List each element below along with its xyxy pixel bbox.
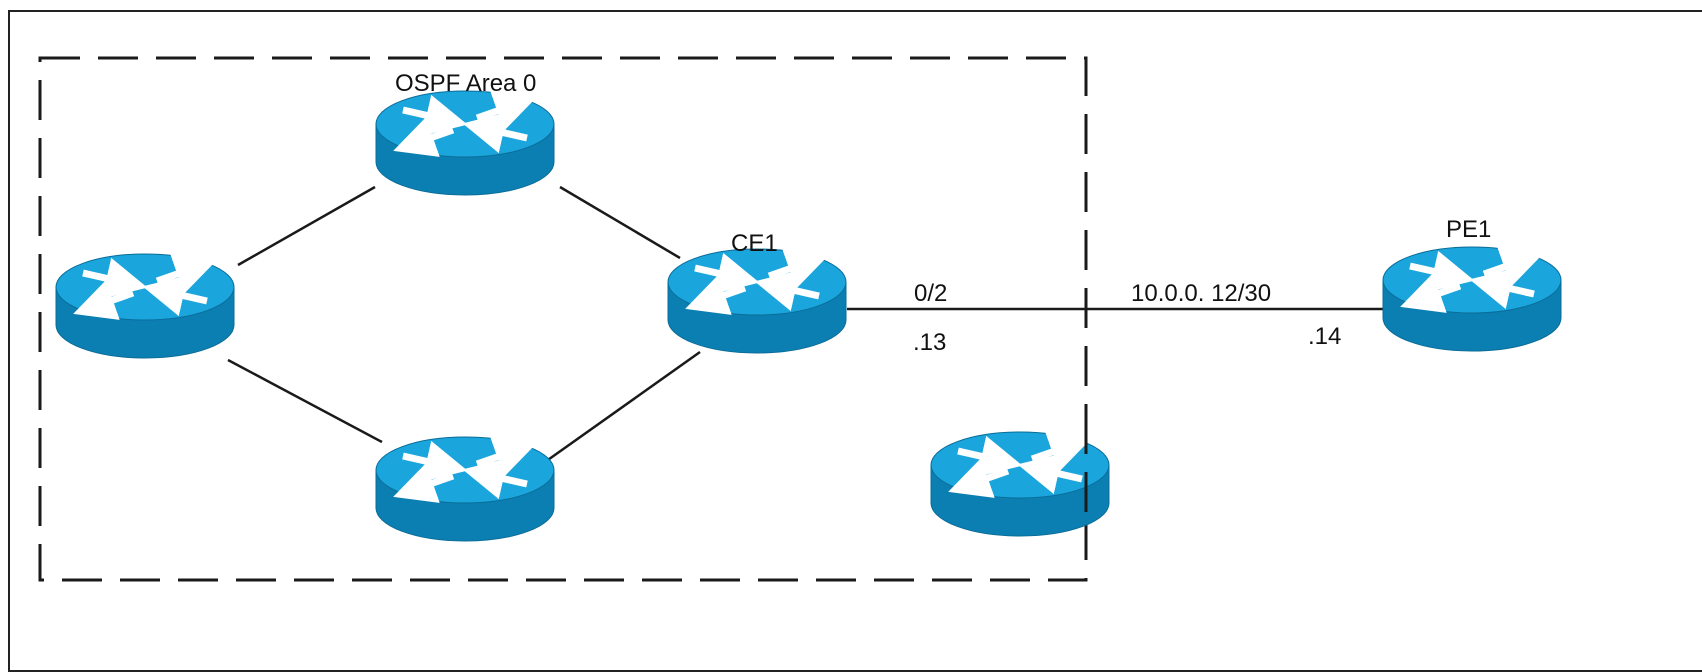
link-bottom-ce1 xyxy=(544,350,701,464)
link-left-bottom xyxy=(227,358,383,444)
link-left-top xyxy=(237,185,376,267)
router-ce1 xyxy=(668,249,846,353)
link-top-ce1 xyxy=(559,185,681,260)
ce1-address-label: .13 xyxy=(913,329,947,356)
pe1-address-label: .14 xyxy=(1308,323,1342,350)
router-top xyxy=(376,91,554,195)
ce1-interface-label: 0/2 xyxy=(914,280,948,307)
router-bottom xyxy=(376,437,554,541)
router-left xyxy=(56,254,234,358)
ospf-area-boundary xyxy=(38,56,1088,582)
subnet-label: 10.0.0. 12/30 xyxy=(1131,280,1272,307)
router-extra xyxy=(931,432,1109,536)
ce1-label: CE1 xyxy=(731,230,778,257)
router-pe1 xyxy=(1383,247,1561,351)
area-label: OSPF Area 0 xyxy=(395,70,537,97)
pe1-label: PE1 xyxy=(1446,216,1492,243)
links xyxy=(227,185,1383,464)
